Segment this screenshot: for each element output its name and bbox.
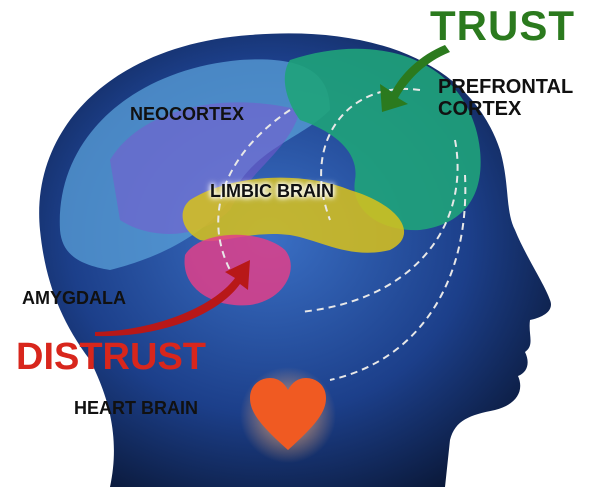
prefrontal-cortex-region bbox=[284, 48, 481, 231]
prefrontal-label-line2: CORTEX bbox=[438, 98, 522, 120]
distrust-label: DISTRUST bbox=[16, 336, 206, 378]
heart-icon bbox=[250, 378, 326, 450]
trust-arrow bbox=[380, 45, 450, 112]
limbic-region bbox=[182, 177, 405, 253]
prefrontal-label-line1: PREFRONTAL bbox=[438, 76, 574, 98]
purple-cortex-region bbox=[110, 102, 300, 234]
heart-brain-label: HEART BRAIN bbox=[74, 398, 198, 418]
neocortex-label: NEOCORTEX bbox=[130, 104, 245, 124]
prefrontal-cortex-label: PREFRONTAL CORTEX bbox=[438, 76, 573, 120]
trust-label: TRUST bbox=[430, 2, 575, 49]
limbic-brain-label: LIMBIC BRAIN bbox=[210, 181, 334, 201]
distrust-arrow bbox=[95, 260, 250, 337]
amygdala-label: AMYGDALA bbox=[22, 288, 126, 308]
